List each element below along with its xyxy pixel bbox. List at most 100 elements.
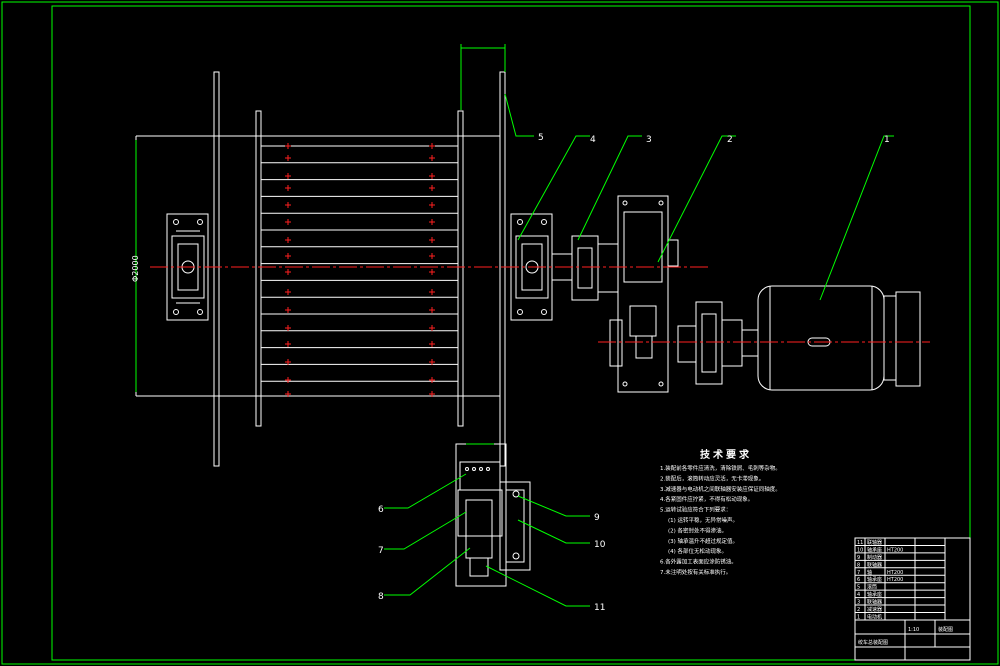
title-block-cell-no: 3 — [857, 600, 860, 606]
rope-center-mark — [285, 185, 291, 191]
rope-center-mark — [429, 307, 435, 313]
title-block: 11 联轴器 10 轴承座 HT200 9 制动器 8 联轴器 7 轴 HT200 6 轴承座 HT200 5… — [854, 537, 971, 661]
rope-center-mark — [429, 377, 435, 383]
title-block-cell-no: 2 — [857, 607, 860, 613]
rope-center-mark — [429, 237, 435, 243]
rope-center-mark — [429, 219, 435, 225]
technical-note: (3) 轴承温升不超过规定值。 — [668, 537, 738, 545]
leader-lines — [384, 93, 894, 607]
title-block-drawing-name: 绞车总装配图 — [858, 639, 888, 646]
title-block-cell-material: HT200 — [887, 577, 903, 583]
coupling-3 — [571, 235, 619, 301]
title-block-cell-name: 轴承座 — [867, 591, 882, 598]
rope-center-mark — [429, 269, 435, 275]
drum-left-flange — [255, 110, 262, 427]
rope-center-mark — [285, 253, 291, 259]
rope-center-mark — [285, 325, 291, 331]
rope-center-mark — [285, 143, 291, 149]
title-block-cell-no: 6 — [857, 577, 860, 583]
rope-center-mark — [429, 341, 435, 347]
rope-center-mark — [285, 202, 291, 208]
rope-center-mark — [285, 237, 291, 243]
rope-center-mark — [285, 289, 291, 295]
rope-center-mark — [285, 155, 291, 161]
balloon-10: 10 — [594, 540, 606, 550]
rope-center-mark — [429, 289, 435, 295]
rope-center-mark — [429, 391, 435, 397]
balloon-1: 1 — [884, 135, 890, 145]
gear-reducer — [609, 195, 679, 393]
title-block-cell-name: 轴 — [867, 569, 872, 576]
technical-note: (1) 运转平稳，无异常噪声。 — [668, 516, 738, 524]
coupling-8 — [677, 301, 759, 385]
technical-note: 4.各紧固件应拧紧，不得有松动现象。 — [660, 495, 753, 503]
title-block-cell-no: 11 — [857, 540, 863, 546]
title-block-cell-name: 滚筒 — [867, 584, 877, 591]
inner-border — [51, 5, 971, 661]
balloon-9: 9 — [594, 513, 600, 523]
balloon-labels: 1 2 3 4 5 6 7 8 9 10 11 — [378, 133, 890, 613]
technical-note: 2.装配后，滚筒转动应灵活，无卡滞现象。 — [660, 474, 764, 482]
title-block-cell-no: 1 — [857, 614, 860, 620]
title-block-cell-no: 8 — [857, 562, 860, 568]
title-block-cell-name: 联轴器 — [867, 561, 882, 568]
title-block-cell-name: 联轴器 — [867, 539, 882, 546]
title-block-cell-no: 9 — [857, 555, 860, 561]
title-block-cell-no: 10 — [857, 547, 863, 553]
rope-center-mark — [285, 377, 291, 383]
rope-center-marks — [285, 143, 435, 397]
rope-center-mark — [285, 219, 291, 225]
title-block-cell-name: 减速器 — [867, 606, 882, 613]
drum-right-outer-flange — [499, 71, 506, 467]
technical-note: 7.未注明处按有关标准执行。 — [660, 568, 731, 576]
title-block-cell-name: 轴承座 — [867, 546, 882, 553]
rope-center-mark — [429, 253, 435, 259]
balloon-3: 3 — [646, 135, 652, 145]
title-block-cell-no: 4 — [857, 592, 860, 598]
technical-note: 5.运转试验应符合下列要求： — [660, 506, 731, 514]
rope-center-mark — [285, 341, 291, 347]
title-block-cell-name: 制动器 — [867, 554, 882, 561]
rope-center-mark — [285, 269, 291, 275]
electric-motor — [757, 285, 921, 391]
rope-center-mark — [429, 325, 435, 331]
rope-center-mark — [429, 173, 435, 179]
balloon-6: 6 — [378, 505, 384, 515]
balloon-7: 7 — [378, 546, 384, 556]
brake-subassembly — [455, 443, 531, 587]
rope-center-mark — [429, 359, 435, 365]
title-block-scale: 1:10 — [908, 627, 919, 633]
balloon-2: 2 — [727, 135, 733, 145]
technical-notes: 1.装配前各零件应清洗，清除铁屑、毛刺等杂物。 2.装配后，滚筒转动应灵活，无卡滞… — [660, 464, 781, 576]
technical-note: (2) 各密封处不得渗油。 — [668, 526, 727, 534]
rope-center-mark — [429, 185, 435, 191]
drum-diameter-dimension: Φ2000 — [131, 255, 140, 282]
title-block-cell-no: 5 — [857, 585, 860, 591]
rope-center-mark — [285, 359, 291, 365]
title-block-cell-name: 联轴器 — [867, 599, 882, 606]
drum-right-flange — [457, 110, 464, 427]
rope-center-mark — [429, 202, 435, 208]
drum-rope-windings — [261, 145, 458, 382]
drum-assembly — [135, 44, 572, 467]
balloon-4: 4 — [590, 135, 596, 145]
rope-center-mark — [285, 391, 291, 397]
rope-center-mark — [285, 173, 291, 179]
drum-left-outer-flange — [213, 71, 220, 467]
title-block-cell-no: 7 — [857, 570, 860, 576]
title-block-sheet: 装配图 — [938, 626, 953, 633]
technical-note: 3.减速器与电动机之间联轴器安装应保证同轴度。 — [660, 485, 781, 493]
balloon-11: 11 — [594, 603, 605, 613]
technical-note: 1.装配前各零件应清洗，清除铁屑、毛刺等杂物。 — [660, 464, 781, 472]
notes-title: 技术要求 — [700, 448, 752, 461]
title-block-cell-material: HT200 — [887, 547, 903, 553]
title-block-cell-name: 电动机 — [867, 613, 882, 620]
rope-center-mark — [429, 143, 435, 149]
technical-note: 6.各外露加工表面应涂防锈油。 — [660, 558, 737, 566]
balloon-8: 8 — [378, 592, 384, 602]
rope-center-mark — [429, 155, 435, 161]
title-block-cell-material: HT200 — [887, 570, 903, 576]
